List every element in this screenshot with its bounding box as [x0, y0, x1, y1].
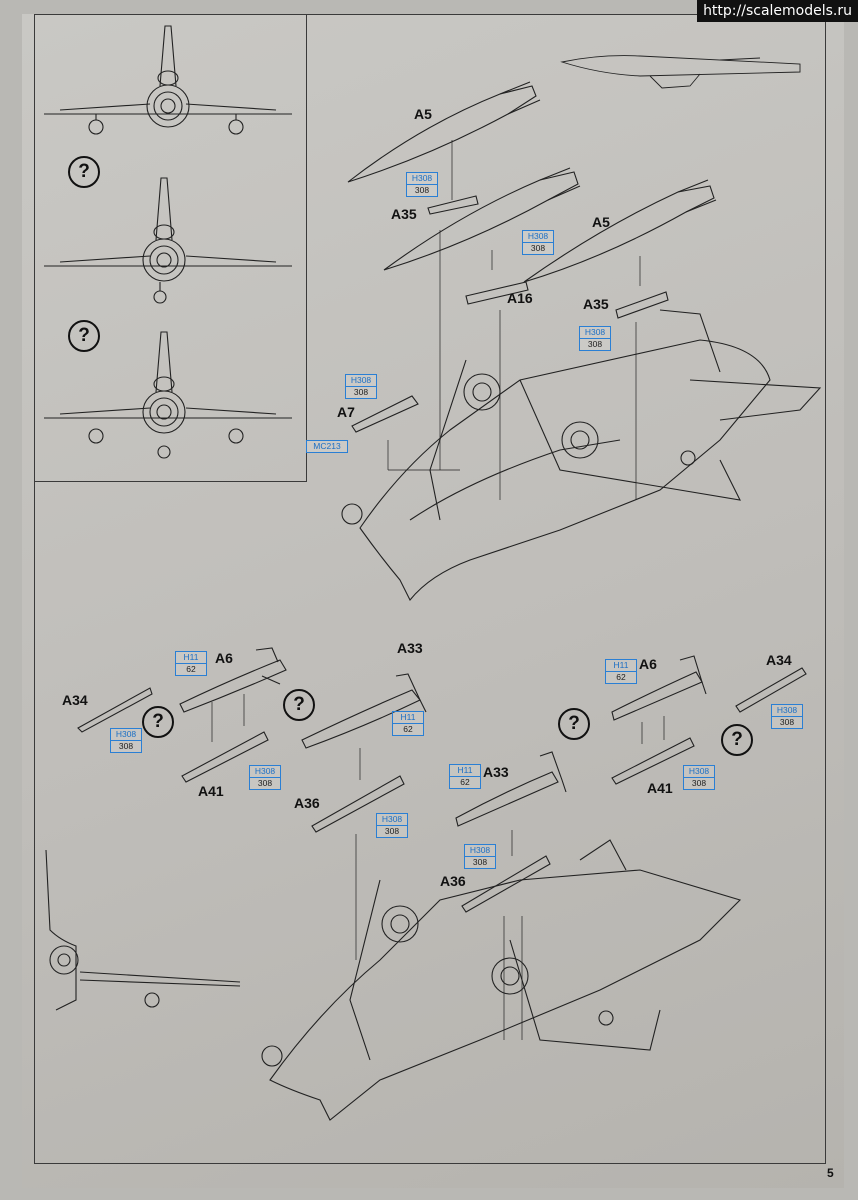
tank-side-profile [560, 55, 801, 89]
lower-guide-lines [211, 694, 665, 1040]
question-mark-icon: ? [558, 708, 590, 740]
part-label-a34-right: A34 [766, 652, 792, 668]
part-label-a5-top: A5 [414, 106, 432, 122]
lower-side-aircraft [45, 849, 241, 1011]
front-view-aircraft-3 [44, 331, 292, 459]
question-mark-icon: ? [721, 724, 753, 756]
part-label-a34-left: A34 [62, 692, 88, 708]
front-view-aircraft-1 [44, 25, 292, 135]
front-view-aircraft-2 [44, 177, 292, 304]
part-label-a36-mid: A36 [440, 873, 466, 889]
part-label-a16: A16 [507, 290, 533, 306]
part-label-a41-right: A41 [647, 780, 673, 796]
part-label-a33-top: A33 [397, 640, 423, 656]
part-label-a33-mid: A33 [483, 764, 509, 780]
paint-code-box: MC213 [306, 440, 348, 453]
part-label-a5-right: A5 [592, 214, 610, 230]
question-mark-icon: ? [283, 689, 315, 721]
part-label-a35-right: A35 [583, 296, 609, 312]
question-mark-icon: ? [68, 156, 100, 188]
part-label-a41-left: A41 [198, 783, 224, 799]
page-frame [34, 14, 826, 1164]
question-mark-icon: ? [142, 706, 174, 738]
part-label-a35-top: A35 [391, 206, 417, 222]
upper-drop-tanks [347, 81, 717, 433]
instruction-sheet [22, 14, 844, 1188]
lower-missiles [179, 647, 707, 827]
part-label-a6-left: A6 [215, 650, 233, 666]
part-label-a7: A7 [337, 404, 355, 420]
front-view-inset [34, 14, 307, 482]
lower-pylons [77, 667, 807, 913]
watermark-link[interactable]: http://scalemodels.ru [697, 0, 858, 22]
page-number: 5 [827, 1166, 834, 1180]
part-label-a6-right: A6 [639, 656, 657, 672]
part-label-a36-left: A36 [294, 795, 320, 811]
upper-aircraft-underside [341, 309, 822, 602]
upper-guide-lines [387, 140, 641, 500]
lower-aircraft-underside [261, 839, 742, 1121]
question-mark-icon: ? [68, 320, 100, 352]
